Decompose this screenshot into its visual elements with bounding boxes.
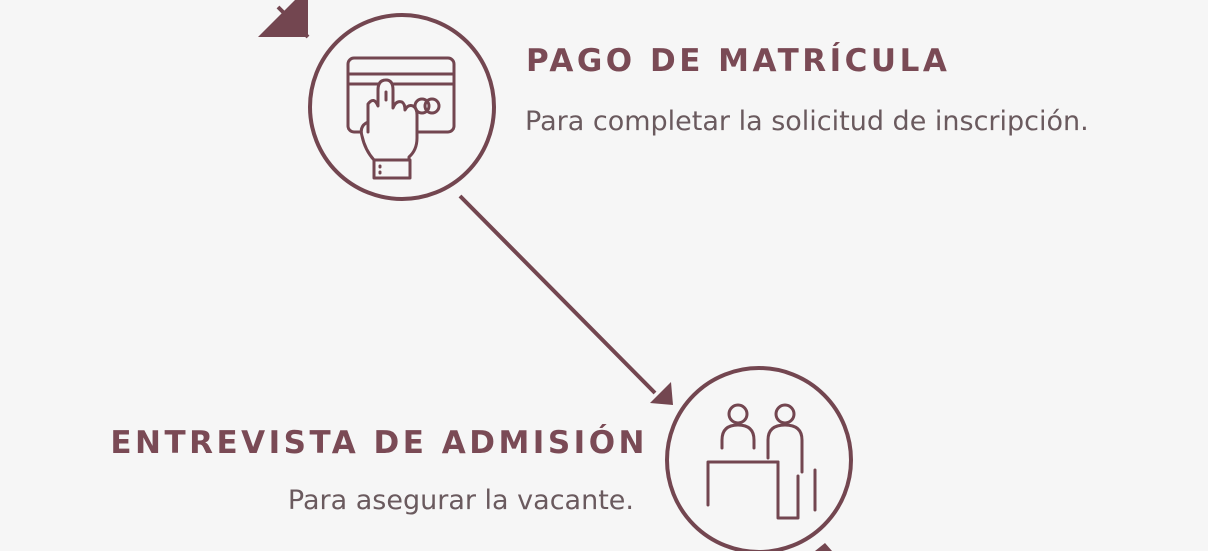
step-2-icon-circle xyxy=(665,366,853,551)
card-payment-icon xyxy=(346,56,456,180)
step-2-description: Para asegurar la vacante. xyxy=(287,485,634,516)
step-1-title: PAGO DE MATRÍCULA xyxy=(526,43,951,79)
connector-arrow xyxy=(458,194,673,405)
incoming-arrow xyxy=(258,0,310,39)
step-2-title: ENTREVISTA DE ADMISIÓN xyxy=(110,425,648,461)
interview-icon xyxy=(706,403,817,520)
step-1-icon-circle xyxy=(308,13,496,201)
step-1-description: Para completar la solicitud de inscripci… xyxy=(525,106,1089,137)
outgoing-arrow xyxy=(815,543,832,551)
